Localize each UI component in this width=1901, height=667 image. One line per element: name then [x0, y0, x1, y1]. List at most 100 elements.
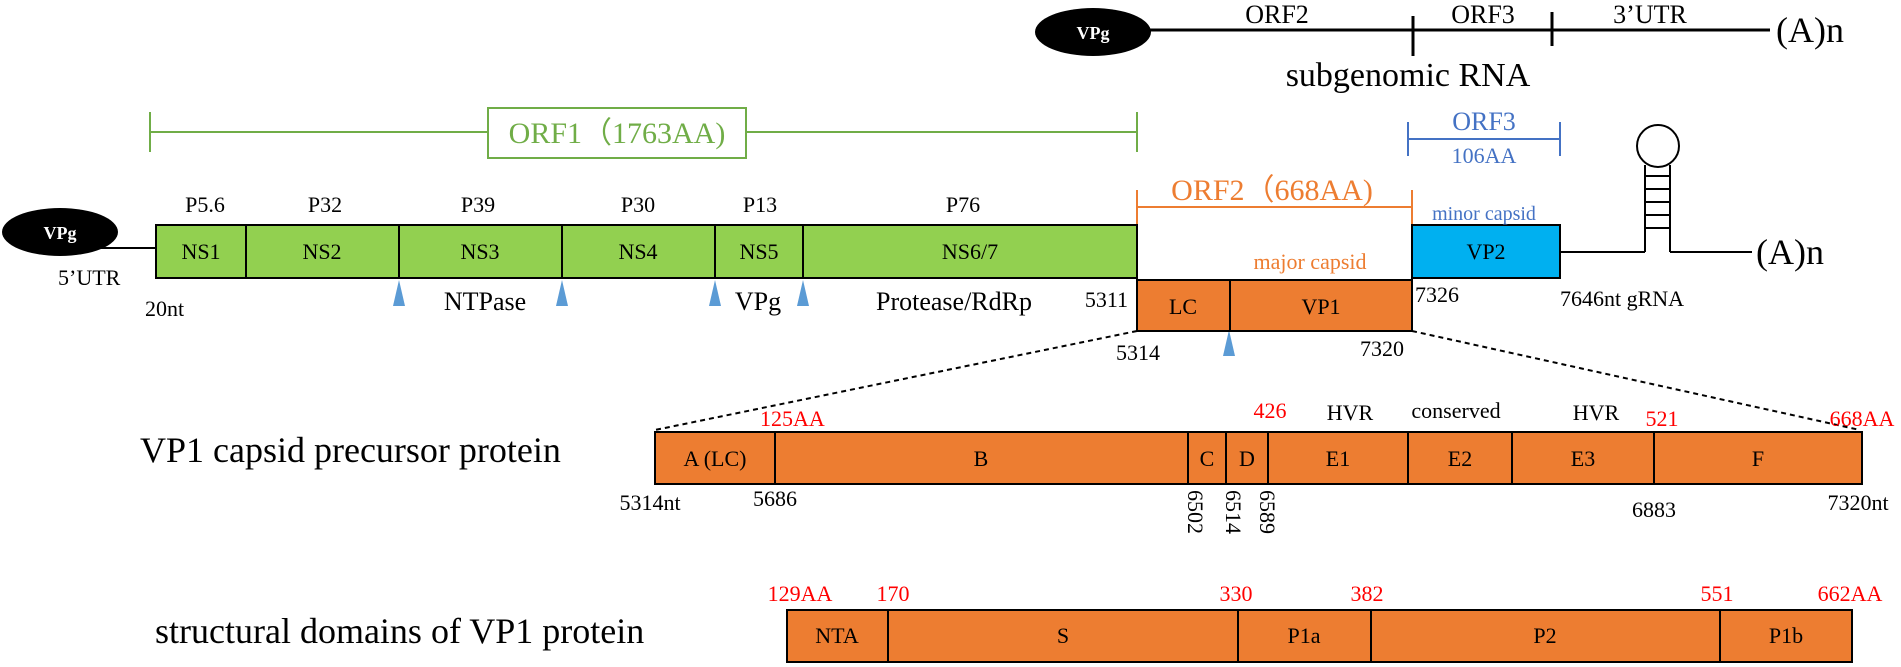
orf2-label: ORF2（668AA) [1171, 174, 1373, 207]
subgenomic-polya-label: (A)n [1776, 10, 1844, 50]
cleavage-triangle-5 [1223, 330, 1235, 356]
genome-rna: VPg 5’UTR 20nt NS1 NS2 NS3 NS4 NS5 NS6/7… [2, 124, 1824, 365]
zoom-line-right [1411, 330, 1861, 431]
lc-label: LC [1169, 294, 1197, 319]
vp1-seg-e1-label: E1 [1326, 446, 1350, 471]
cleavage-triangle-2 [556, 280, 568, 306]
cleavage-triangle-3 [709, 280, 721, 306]
orf3-label: ORF3 [1452, 107, 1516, 136]
orf1-polyprotein: NS1 NS2 NS3 NS4 NS5 NS6/7 P5.6 P32 P39 P… [155, 192, 1138, 279]
vp1-region-hvr-1: HVR [1327, 400, 1374, 425]
vp2-label: VP2 [1466, 239, 1505, 264]
domain-p1b-label: P1b [1769, 623, 1803, 648]
ns1-label: NS1 [181, 239, 220, 264]
vp1-seg-a [654, 431, 776, 485]
domain-aa-129: 129AA [768, 581, 833, 606]
orf2-bracket: ORF2（668AA) [1136, 174, 1413, 224]
vp1-region-hvr-2: HVR [1573, 400, 1620, 425]
domain-s-label: S [1057, 623, 1069, 648]
domain-p2-label: P2 [1533, 623, 1556, 648]
domain-s [887, 609, 1239, 663]
vp1-nt-5314: 5314nt [619, 490, 680, 515]
vp1-nt-7320: 7320nt [1827, 490, 1888, 515]
genome-5utr-label: 5’UTR [58, 265, 121, 290]
ns2-label: NS2 [302, 239, 341, 264]
minor-capsid-label: minor capsid [1432, 203, 1536, 225]
vp1-seg-d [1225, 431, 1269, 485]
vp1-aa-521: 521 [1646, 406, 1679, 431]
p56-label: P5.6 [185, 192, 225, 217]
genome-vpg-ellipse [2, 208, 118, 256]
vp1-precursor-title: VP1 capsid precursor protein [140, 430, 561, 470]
subgenomic-rna: VPg ORF2 ORF3 3’UTR (A)n subgenomic RNA [1035, 0, 1844, 94]
orf1-bracket: ORF1（1763AA) [149, 107, 1138, 159]
subgenomic-orf3-label: ORF3 [1451, 0, 1515, 29]
vp1-nt-6589: 6589 [1255, 490, 1280, 534]
vp1-region-conserved: conserved [1411, 398, 1500, 423]
vp1-box [1229, 279, 1413, 332]
vp2-box [1411, 224, 1561, 279]
ns5-label: NS5 [739, 239, 778, 264]
vp1-seg-e1 [1267, 431, 1409, 485]
ns67-box [802, 224, 1138, 279]
structural-title: structural domains of VP1 protein [155, 611, 644, 651]
nt-7326: 7326 [1415, 282, 1459, 307]
orf1-label: ORF1（1763AA) [509, 117, 726, 150]
vp1-seg-c-label: C [1200, 446, 1215, 471]
subgenomic-vpg-label: VPg [1077, 23, 1110, 43]
ns2-box [245, 224, 400, 279]
genome-polya-label: (A)n [1756, 232, 1824, 272]
ns4-label: NS4 [618, 239, 657, 264]
p13-label: P13 [743, 192, 777, 217]
protease-rdrp-label: Protease/RdRp [876, 287, 1032, 316]
ns3-box [398, 224, 563, 279]
ns1-box [155, 224, 247, 279]
cleavage-triangle-4 [797, 280, 809, 306]
ns3-label: NS3 [460, 239, 499, 264]
domain-aa-662: 662AA [1818, 581, 1883, 606]
subgenomic-vpg-ellipse [1035, 8, 1151, 56]
domain-aa-551: 551 [1701, 581, 1734, 606]
vp1-seg-a-label: A (LC) [684, 446, 747, 471]
p32-label: P32 [308, 192, 342, 217]
vp1-aa-125: 125AA [760, 406, 825, 431]
lc-box [1136, 279, 1231, 332]
domain-p2 [1370, 609, 1721, 663]
domain-nta [786, 609, 889, 663]
p76-label: P76 [946, 192, 980, 217]
nt-5311: 5311 [1085, 287, 1128, 312]
domain-p1b [1719, 609, 1853, 663]
vp1-nt-6514: 6514 [1221, 490, 1246, 534]
vp1-aa-426: 426 [1254, 398, 1287, 423]
vp1-seg-b [774, 431, 1189, 485]
domain-p1a [1237, 609, 1372, 663]
vp1-seg-f-label: F [1752, 446, 1764, 471]
ntpase-label: NTPase [444, 287, 526, 316]
domain-nta-label: NTA [815, 623, 859, 648]
vp1-seg-e2-label: E2 [1448, 446, 1472, 471]
p39-label: P39 [461, 192, 495, 217]
vp1-nt-5686: 5686 [753, 486, 797, 511]
domain-p1a-label: P1a [1288, 623, 1321, 648]
subgenomic-3utr-label: 3’UTR [1613, 0, 1687, 29]
cleavage-triangle-1 [393, 280, 405, 306]
vp1-seg-d-label: D [1239, 446, 1255, 471]
vp1-aa-668: 668AA [1830, 406, 1895, 431]
domain-aa-382: 382 [1351, 581, 1384, 606]
vp1-structural-domains: structural domains of VP1 protein NTA S … [155, 581, 1883, 663]
orf3-aa-label: 106AA [1452, 143, 1517, 168]
grna-label: 7646nt gRNA [1560, 286, 1684, 311]
vp1-seg-c [1187, 431, 1227, 485]
vp1-nt-6883: 6883 [1632, 497, 1676, 522]
domain-aa-330: 330 [1220, 581, 1253, 606]
genome-start-nt: 20nt [145, 296, 184, 321]
nt-5314: 5314 [1116, 340, 1160, 365]
domain-aa-170: 170 [877, 581, 910, 606]
orf1-label-box [487, 107, 747, 159]
nt-7320: 7320 [1360, 336, 1404, 361]
ns67-label: NS6/7 [942, 239, 998, 264]
major-capsid-label: major capsid [1253, 249, 1366, 274]
vpg-function-label: VPg [735, 287, 781, 316]
vp1-seg-e3-label: E3 [1571, 446, 1595, 471]
